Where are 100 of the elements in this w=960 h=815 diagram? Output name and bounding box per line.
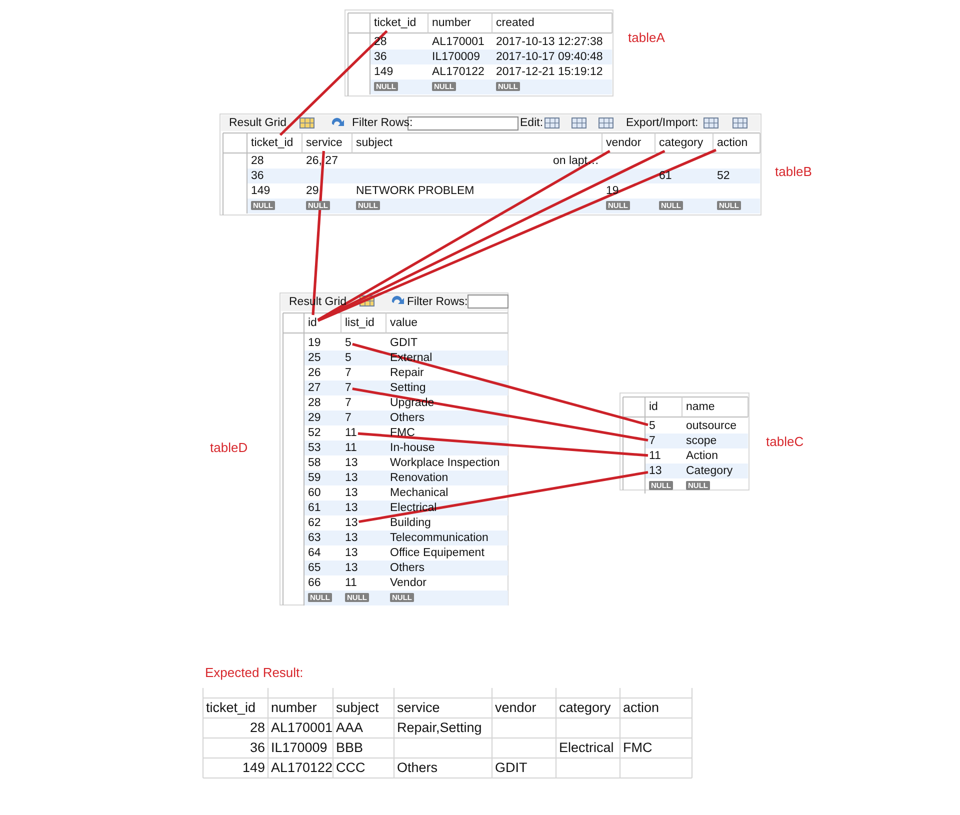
table-value: BBB xyxy=(336,740,364,756)
table-value: 60 xyxy=(308,486,321,500)
table-value: 7 xyxy=(345,396,352,410)
connector-line xyxy=(317,150,610,321)
table-value: Vendor xyxy=(390,576,426,590)
table-value: 26 xyxy=(308,366,321,380)
table-value: 64 xyxy=(308,546,321,560)
column-header: id xyxy=(308,316,317,330)
table-value: 53 xyxy=(308,441,321,455)
table-value: 2017-12-21 15:19:12 xyxy=(496,65,603,79)
table-value: 61 xyxy=(308,501,321,515)
table-value: CCC xyxy=(336,760,366,776)
table-value: 36 xyxy=(250,740,265,756)
column-header: vendor xyxy=(606,136,642,150)
section-heading: Expected Result: xyxy=(205,665,304,681)
table-value: 7 xyxy=(649,434,656,448)
table-value: Category xyxy=(686,464,733,478)
table-value: In-house xyxy=(390,441,435,455)
column-header: number xyxy=(432,16,471,30)
table-value: Others xyxy=(390,411,425,425)
table-value: AL170001 xyxy=(432,35,484,49)
table-value: 13 xyxy=(345,516,358,530)
table-value: Electrical xyxy=(390,501,437,515)
connector-line xyxy=(358,432,648,457)
table-value: 149 xyxy=(374,65,394,79)
table-value: Action xyxy=(686,449,718,463)
column-header: ticket_id xyxy=(251,136,294,150)
connector-line xyxy=(312,150,325,316)
table-value: 52 xyxy=(717,169,730,183)
table-value: FMC xyxy=(623,740,652,756)
table-value: 28 xyxy=(251,154,264,168)
table-value: 149 xyxy=(242,760,265,776)
table-value: 59 xyxy=(308,471,321,485)
connector-line xyxy=(352,387,648,442)
table-value: Building xyxy=(390,516,431,530)
table-value: GDIT xyxy=(495,760,528,776)
table-value: 25 xyxy=(308,351,321,365)
column-header: name xyxy=(686,400,715,414)
column-header: created xyxy=(496,16,534,30)
table-value: IL170009 xyxy=(432,50,480,64)
table-value: 63 xyxy=(308,531,321,545)
table-value: 13 xyxy=(345,486,358,500)
toolbar-label: Result Grid xyxy=(229,116,287,130)
table-value: AAA xyxy=(336,720,364,736)
table-value: Repair xyxy=(390,366,424,380)
column-header: subject xyxy=(336,700,379,716)
column-header: list_id xyxy=(345,316,374,330)
column-header: category xyxy=(559,700,611,716)
table-value: Workplace Inspection xyxy=(390,456,500,470)
table-value: 11 xyxy=(345,426,357,440)
table-value: 58 xyxy=(308,456,321,470)
column-header: value xyxy=(390,316,418,330)
connector-line xyxy=(358,470,648,524)
table-name: tableB xyxy=(775,164,812,180)
table-value: 19 xyxy=(308,336,321,350)
table-value: 62 xyxy=(308,516,321,530)
table-value: 2017-10-13 12:27:38 xyxy=(496,35,603,49)
table-value: 52 xyxy=(308,426,321,440)
table-value: Renovation xyxy=(390,471,448,485)
column-header: action xyxy=(623,700,660,716)
table-value: Others xyxy=(390,561,425,575)
table-value: 149 xyxy=(251,184,270,198)
table-value: 13 xyxy=(345,561,358,575)
table-value: 5 xyxy=(345,351,352,365)
table-value: GDIT xyxy=(390,336,418,350)
table-value: 65 xyxy=(308,561,321,575)
table-value: 13 xyxy=(345,471,358,485)
table-value: 13 xyxy=(649,464,662,478)
table-value: Office Equipement xyxy=(390,546,484,560)
table-value: Telecommunication xyxy=(390,531,488,545)
column-header: ticket_id xyxy=(206,700,256,716)
toolbar-label: Filter Rows: xyxy=(352,116,413,130)
table-value: 11 xyxy=(345,441,357,455)
table-value: 28 xyxy=(374,35,387,49)
table-value: 11 xyxy=(649,449,661,463)
connector-line xyxy=(352,342,648,426)
table-value: 7 xyxy=(345,366,352,380)
table-value: 7 xyxy=(345,411,352,425)
table-value: Setting xyxy=(390,381,426,395)
table-value: 61 xyxy=(659,169,672,183)
table-value: Mechanical xyxy=(390,486,448,500)
table-value: Others xyxy=(397,760,438,776)
column-header: vendor xyxy=(495,700,536,716)
table-value: 5 xyxy=(345,336,352,350)
toolbar-label: Export/Import: xyxy=(626,116,698,130)
column-header: ticket_id xyxy=(374,16,416,30)
table-value: 11 xyxy=(345,576,357,590)
table-name: tableD xyxy=(210,440,248,456)
connector-line xyxy=(279,30,388,136)
table-value: 36 xyxy=(251,169,264,183)
column-header: category xyxy=(659,136,704,150)
table-value: NETWORK PROBLEM xyxy=(356,184,474,198)
table-value: 13 xyxy=(345,456,358,470)
table-value: Electrical xyxy=(559,740,614,756)
table-name: tableA xyxy=(628,30,665,46)
toolbar-label: Edit: xyxy=(520,116,544,130)
table-value: AL170122 xyxy=(432,65,484,79)
table-name: tableC xyxy=(766,434,804,450)
table-value: 66 xyxy=(308,576,321,590)
column-header: id xyxy=(649,400,658,414)
